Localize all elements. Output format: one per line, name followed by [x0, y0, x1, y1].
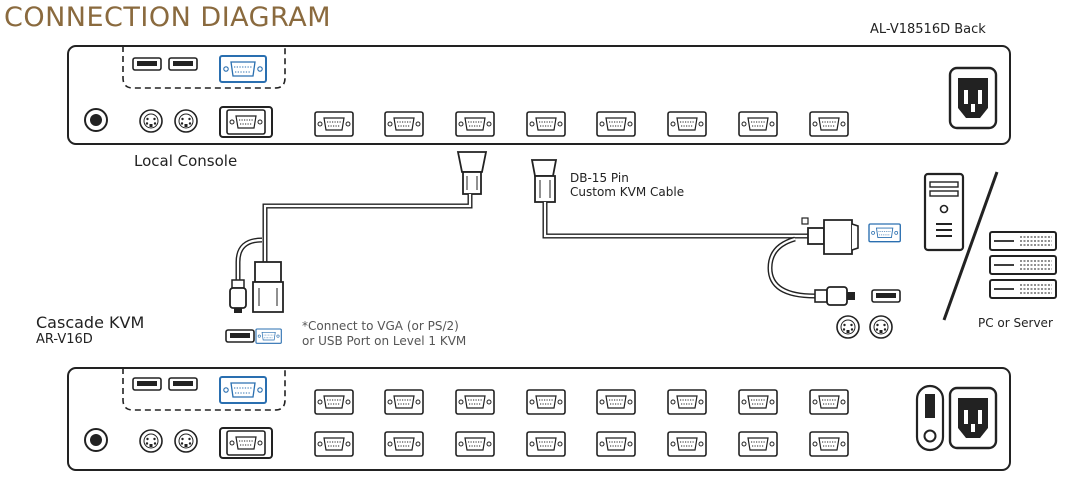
vga-port-icon — [596, 431, 636, 457]
cascade-model-label: AR-V16D — [36, 332, 93, 347]
vga-port-icon — [314, 111, 354, 137]
vga-port-icon — [738, 431, 778, 457]
power-inlet-icon — [948, 66, 998, 130]
rocker-switch-icon — [915, 384, 945, 452]
db15-connector-icon — [456, 151, 488, 173]
server-rack-icon — [989, 231, 1057, 299]
vga-port-icon — [809, 389, 849, 415]
vga-port-icon — [738, 111, 778, 137]
vga-port-icon — [738, 389, 778, 415]
ps2-port-icon — [139, 429, 163, 453]
vga-port-icon — [226, 430, 266, 456]
local-console-label: Local Console — [134, 152, 238, 170]
ps2-port-icon — [174, 109, 198, 133]
usb-port-icon — [871, 289, 901, 303]
vga-port-icon — [526, 389, 566, 415]
vga-port-icon — [226, 109, 266, 135]
vga-port-icon — [596, 111, 636, 137]
usb-port-icon — [168, 377, 198, 391]
vga-port-icon — [596, 389, 636, 415]
vga-port-icon — [255, 328, 282, 344]
cable-label-line1: DB-15 Pin — [570, 171, 629, 185]
vga-port-icon — [384, 111, 424, 137]
ps2-port-icon — [836, 315, 860, 339]
back-panel-label: AL-V18516D Back — [870, 22, 986, 37]
vga-port-icon — [314, 431, 354, 457]
cable-label-line2: Custom KVM Cable — [570, 185, 685, 199]
power-inlet-icon — [948, 386, 998, 450]
db15-connector-icon — [534, 175, 556, 203]
vga-port-icon — [809, 111, 849, 137]
vga-port-icon — [219, 376, 267, 404]
vga-port-icon — [455, 111, 495, 137]
vga-port-icon — [219, 55, 267, 83]
db15-connector-icon — [823, 219, 853, 255]
vga-port-icon — [667, 431, 707, 457]
usb-port-icon — [132, 57, 162, 71]
connection-note-line2: or USB Port on Level 1 KVM — [302, 334, 467, 348]
vga-port-icon — [667, 111, 707, 137]
vga-port-icon — [455, 431, 495, 457]
usb-port-icon — [132, 377, 162, 391]
kvm-custom-cable — [530, 159, 859, 306]
pc-tower-icon — [923, 172, 965, 252]
vga-port-icon — [455, 389, 495, 415]
vga-port-icon — [526, 431, 566, 457]
usb-port-icon — [168, 57, 198, 71]
cascade-kvm-label: Cascade KVM — [36, 313, 145, 332]
vga-port-icon — [667, 389, 707, 415]
divider — [942, 171, 999, 321]
ps2-port-icon — [174, 429, 198, 453]
vga-port-icon — [314, 389, 354, 415]
connection-note-line1: *Connect to VGA (or PS/2) — [302, 319, 459, 333]
cascade-kvm-panel — [67, 367, 1011, 471]
db15-connector-icon — [252, 281, 284, 313]
page-title: CONNECTION DIAGRAM — [4, 2, 332, 33]
cascade-cable — [229, 151, 488, 313]
vga-port-icon — [809, 431, 849, 457]
vga-port-icon — [384, 431, 424, 457]
ps2-port-icon — [139, 109, 163, 133]
vga-port-icon — [868, 223, 901, 243]
pc-server-label: PC or Server — [978, 316, 1053, 330]
ps2-port-icon — [869, 315, 893, 339]
vga-port-icon — [384, 389, 424, 415]
usb-port-icon — [225, 329, 255, 343]
main-kvm-back-panel — [67, 45, 1011, 145]
vga-port-icon — [526, 111, 566, 137]
